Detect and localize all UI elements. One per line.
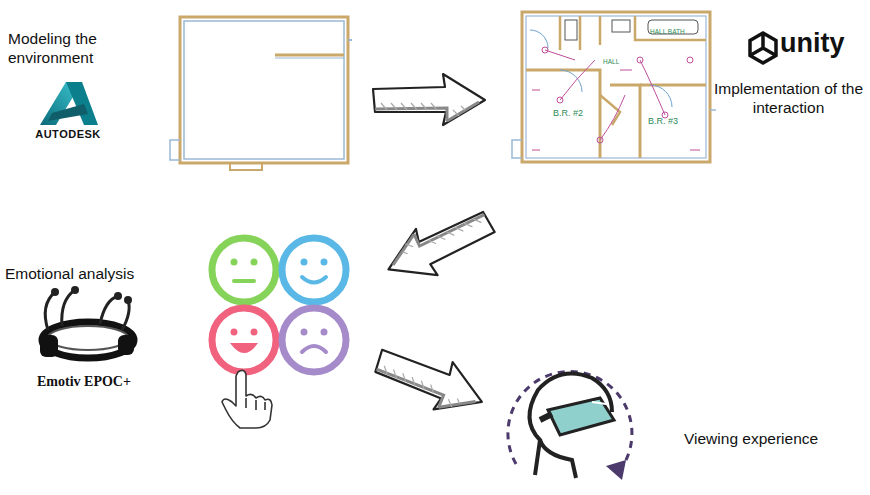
stage-caption: Modeling the environment: [8, 30, 133, 67]
logo-wordmark: AUTODESK: [18, 128, 118, 141]
hand-pointer: [222, 370, 272, 428]
room-label: B.R. #2: [553, 108, 593, 119]
floor-plan-outline: [170, 17, 352, 170]
room-label: B.R. #3: [648, 116, 698, 127]
flow-arrow: [369, 336, 492, 425]
floor-plan-detailed: [512, 12, 716, 162]
stage-caption: Viewing experience: [684, 430, 859, 449]
logo-wordmark: unity: [780, 30, 865, 57]
room-label: HALL: [603, 58, 643, 66]
unity-logo: [750, 33, 776, 63]
device-label: Emotiv EPOC+: [14, 374, 154, 391]
flow-arrow: [373, 74, 485, 125]
vr-viewer-icon: [508, 371, 632, 480]
emotion-faces: [212, 238, 346, 372]
face-features: [231, 259, 328, 353]
stage-caption: Implementation of the interaction: [711, 80, 866, 117]
eeg-headset: [40, 286, 134, 358]
flow-arrow: [378, 199, 501, 293]
autodesk-logo: [40, 82, 98, 125]
stage-caption: Emotional analysis: [5, 265, 170, 284]
room-label: HALL BATH: [650, 28, 700, 36]
